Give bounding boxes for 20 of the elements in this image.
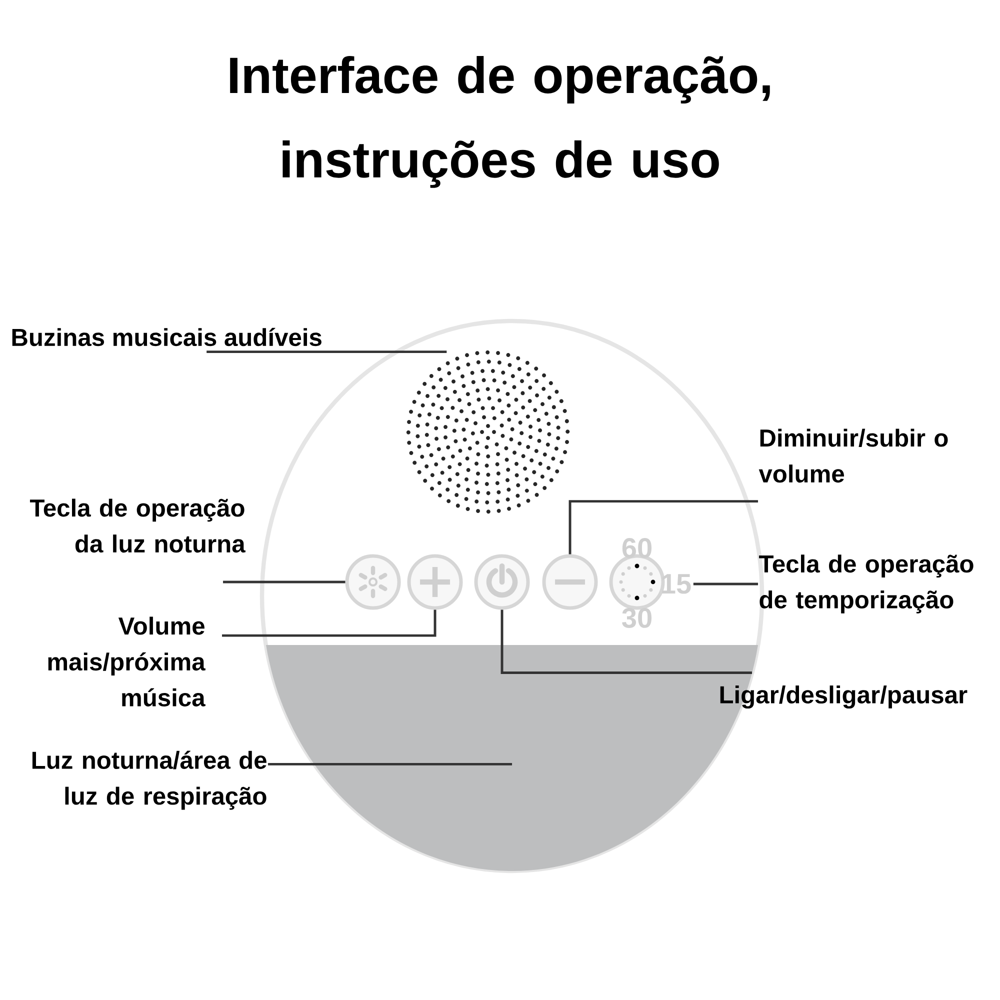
callout-label: Buzinas musicais audíveis bbox=[12, 328, 322, 346]
leader-line bbox=[500, 610, 752, 674]
title: Interface de operação, instruções de uso bbox=[230, 56, 770, 188]
light-button bbox=[345, 554, 401, 610]
minus-button bbox=[542, 554, 598, 610]
callout-label: Tecla de operação de temporização bbox=[759, 554, 974, 614]
plus-button bbox=[407, 554, 463, 610]
power-button bbox=[474, 554, 530, 610]
leader-line bbox=[222, 610, 436, 637]
callout-label: Volume mais/próxima música bbox=[48, 616, 206, 706]
leader-line bbox=[268, 762, 512, 766]
leader-line bbox=[206, 350, 447, 354]
leader-line bbox=[568, 500, 758, 554]
callout-label: Luz noturna/área de luz de respiração bbox=[32, 750, 266, 810]
callout-label: Diminuir/subir o volume bbox=[758, 428, 948, 483]
speaker-grille bbox=[406, 350, 570, 514]
leader-line bbox=[693, 582, 758, 586]
callout-label: Ligar/desligar/pausar bbox=[720, 686, 968, 709]
leader-line bbox=[223, 580, 346, 584]
callout-label: Tecla de operação da luz noturna bbox=[30, 498, 246, 553]
